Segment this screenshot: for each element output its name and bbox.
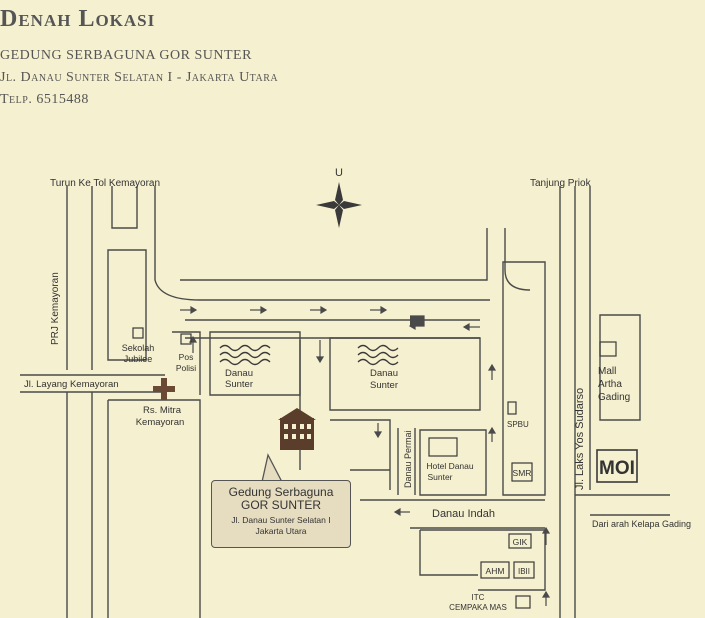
label-mall-2: Artha <box>598 379 622 390</box>
label-prj: PRJ Kemayoran <box>50 272 61 345</box>
label-mall-3: Gading <box>598 392 630 403</box>
label-sekolah-1: Sekolah <box>122 343 155 353</box>
callout-line-4: Jakarta Utara <box>255 526 307 536</box>
label-yos-sudarso: Jl. Laks Yos Sudarso <box>574 388 586 490</box>
label-pos-1: Pos <box>179 352 194 362</box>
label-kelapa-gading: Dari arah Kelapa Gading <box>592 519 691 529</box>
label-smr: SMR <box>513 468 532 478</box>
north-label: U <box>335 167 343 179</box>
label-rs-2: Kemayoran <box>136 417 185 428</box>
venue-callout: Gedung Serbaguna GOR SUNTER Jl. Danau Su… <box>211 480 351 548</box>
traffic-arrows <box>180 305 551 606</box>
label-mall-1: Mall <box>598 366 616 377</box>
label-itc-2: CEMPAKA MAS <box>449 603 507 612</box>
callout-line-3: Jl. Danau Sunter Selatan I <box>231 515 331 525</box>
callout-line-2: GOR SUNTER <box>240 498 321 512</box>
label-rs-1: Rs. Mitra <box>143 405 182 416</box>
road-lines <box>20 186 670 618</box>
label-tanjung-priok: Tanjung Priok <box>530 178 592 189</box>
label-sekolah-2: Jubilee <box>124 354 153 364</box>
label-pos-2: Polisi <box>176 363 196 373</box>
map-title: Denah Lokasi <box>0 6 156 32</box>
hospital-cross-icon <box>153 378 175 400</box>
label-spbu: SPBU <box>507 420 529 429</box>
callout-line-1: Gedung Serbaguna <box>228 485 334 499</box>
building-markers <box>132 327 638 609</box>
label-danau1-1: Danau <box>225 368 253 379</box>
label-itc-1: ITC <box>472 593 485 602</box>
label-ahm: AHM <box>486 566 505 576</box>
label-layang: Jl. Layang Kemayoran <box>24 379 119 390</box>
callout-pointer <box>261 453 284 483</box>
label-danau1-2: Sunter <box>225 379 253 390</box>
label-danau-permai: Danau Permai <box>403 430 413 488</box>
venue-name: GEDUNG SERBAGUNA GOR SUNTER <box>0 48 252 63</box>
venue-phone: Telp. 6515488 <box>0 92 89 107</box>
lake-waves <box>219 344 399 366</box>
label-hotel-2: Sunter <box>427 472 452 482</box>
label-ibii: IBII <box>518 567 530 576</box>
label-danau2-2: Sunter <box>370 380 398 391</box>
venue-building-icon <box>278 408 316 450</box>
compass-rose-icon <box>316 182 362 228</box>
venue-address: Jl. Danau Sunter Selatan I - Jakarta Uta… <box>0 70 279 85</box>
label-danau2-1: Danau <box>370 368 398 379</box>
label-moi: MOI <box>599 458 635 479</box>
label-danau-indah: Danau Indah <box>432 508 495 520</box>
label-gik: GIK <box>513 537 528 547</box>
label-tol: Turun Ke Tol Kemayoran <box>50 178 160 189</box>
label-hotel-1: Hotel Danau <box>426 461 474 471</box>
